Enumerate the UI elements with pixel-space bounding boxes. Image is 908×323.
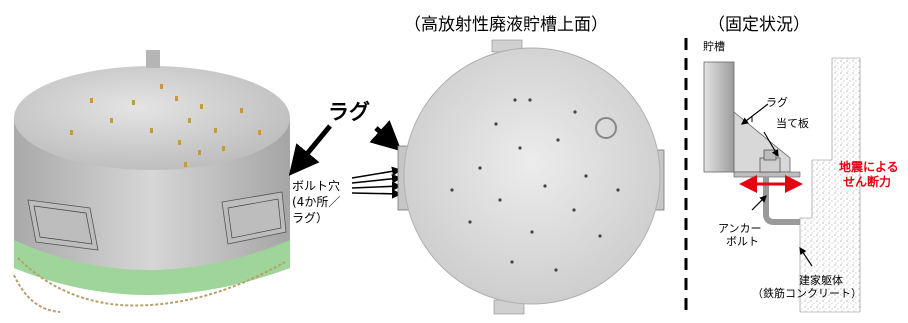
- seismic-force-label: 地震による せん断力: [839, 160, 899, 190]
- fixing-detail: [684, 38, 861, 313]
- anchor-bolt-label: アンカー ボルト: [718, 222, 762, 248]
- tank-wall-small: [703, 61, 735, 173]
- concrete-body: [799, 57, 861, 313]
- lug-right: [221, 191, 287, 245]
- tank-label: 貯槽: [703, 40, 725, 53]
- anchor-bolt-line2: ボルト: [726, 235, 759, 248]
- top-view-title: （高放射性廃液貯槽上面）: [404, 15, 608, 35]
- backing-plate-label: 当て板: [776, 117, 809, 130]
- lug-arrow-right: [369, 120, 402, 152]
- fixing-title: （固定状況）: [708, 15, 810, 35]
- lug-label-big: ラグ: [328, 100, 370, 124]
- building-line1: 建家躯体: [799, 274, 843, 287]
- seismic-force-line1: 地震による: [839, 160, 899, 174]
- tank-top-dome: [14, 66, 290, 170]
- bolt-hole-label: ボルト穴 (4か所／ ラグ）: [292, 178, 340, 226]
- bolt-hole-arrows: [351, 166, 402, 199]
- lug-arrow-left: [288, 124, 332, 176]
- building-line2: （鉄筋コンクリート）: [752, 287, 862, 300]
- bolt-hole-label-line3: ラグ）: [292, 211, 329, 225]
- lug-left: [27, 199, 99, 251]
- anchor-bolt: [763, 177, 800, 225]
- tank-top-circle: [403, 47, 661, 305]
- building-label: 建家躯体 （鉄筋コンクリート）: [752, 274, 862, 300]
- bolt-hole-label-line1: ボルト穴: [292, 179, 341, 193]
- tank-3d-view: [13, 50, 290, 313]
- seismic-force-line2: せん断力: [843, 175, 892, 189]
- lug-label-small: ラグ: [766, 96, 788, 109]
- anchor-bolt-line1: アンカー: [718, 222, 762, 235]
- bolt-hole-label-line2: (4か所／: [292, 195, 341, 209]
- backing-plate: [733, 171, 801, 178]
- tank-top-view: [397, 39, 665, 315]
- skirt-green: [14, 240, 290, 295]
